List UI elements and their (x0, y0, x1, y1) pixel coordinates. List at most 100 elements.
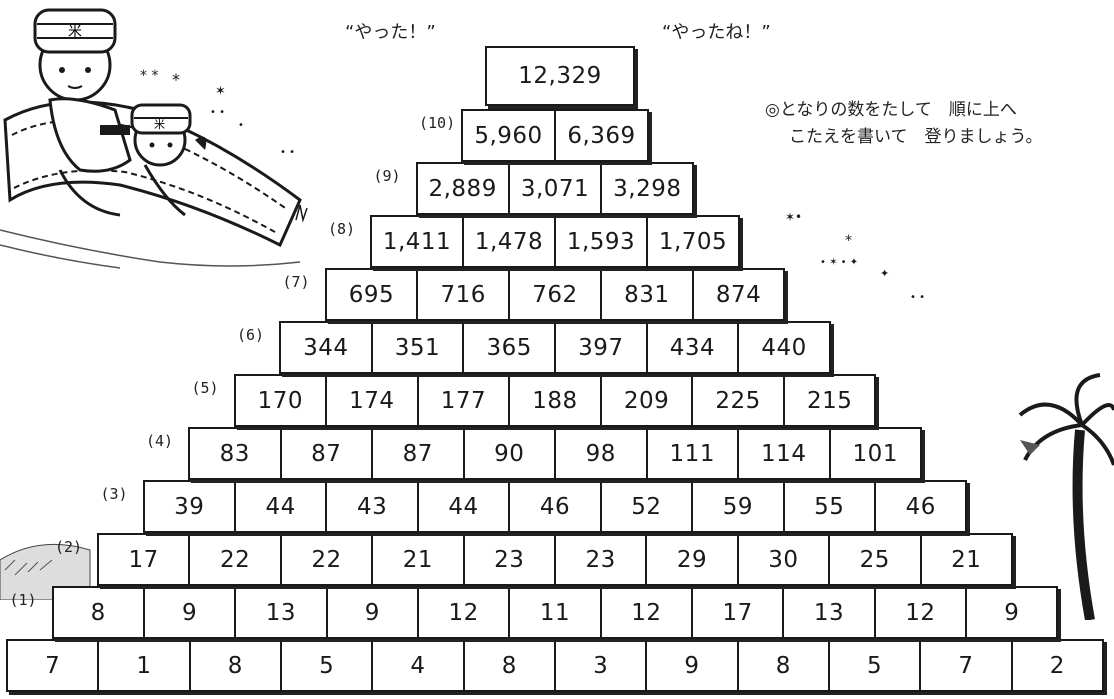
svg-text:• •: • • (280, 147, 295, 158)
pyramid-cell: 344 (279, 321, 373, 374)
pyramid-cell: 3 (553, 639, 648, 692)
pyramid-cell: 87 (279, 427, 373, 480)
pyramid-cell: 87 (371, 427, 465, 480)
pyramid-cell: 30 (736, 533, 831, 586)
pyramid-cell: 9 (142, 586, 237, 639)
pyramid-cell: 215 (782, 374, 877, 427)
pyramid-cell: 9 (965, 586, 1059, 639)
pyramid-cell: 23 (553, 533, 648, 586)
pyramid-cell: 7 (6, 639, 100, 692)
pyramid-cell: 12 (599, 586, 694, 639)
pyramid-cell: 39 (142, 480, 236, 533)
pyramid-cell: 90 (462, 427, 556, 480)
pyramid-cell: 8 (462, 639, 556, 692)
svg-text:✶•: ✶• (785, 210, 802, 224)
pyramid-row: 12,329 (485, 46, 635, 106)
pyramid-cell: 440 (737, 321, 831, 374)
pyramid-cell: 44 (233, 480, 328, 533)
pyramid-cell: 1,478 (462, 215, 556, 268)
svg-text:• •: • • (210, 107, 225, 118)
pyramid-cell: 3,298 (600, 162, 695, 215)
instruction-line-1: ◎となりの数をたして 順に上へ (765, 100, 1017, 120)
pyramid-cell: 12 (416, 586, 511, 639)
pyramid-cell: 6,369 (554, 109, 649, 162)
pyramid-cell: 52 (599, 480, 694, 533)
pyramid-cell: 2,889 (415, 162, 510, 215)
pyramid-cell: 22 (188, 533, 282, 586)
pyramid-cell: 25 (828, 533, 922, 586)
pyramid-cell: 3,071 (507, 162, 603, 215)
row-label: (10) (419, 114, 456, 132)
pyramid-cell: 46 (508, 480, 602, 533)
pyramid-cell: 11 (508, 586, 602, 639)
pyramid-cell: 434 (645, 321, 740, 374)
svg-text:• ✶ • ✦: • ✶ • ✦ (820, 257, 858, 268)
pyramid-cell: 351 (370, 321, 465, 374)
pyramid-cell: 8 (51, 586, 145, 639)
shout-left-text: “やった！” (345, 22, 436, 43)
pyramid-cell: 9 (325, 586, 419, 639)
pyramid-cell: 762 (508, 268, 602, 321)
pyramid-cell: 397 (553, 321, 648, 374)
svg-text:✦: ✦ (880, 267, 889, 280)
pyramid-cell: 874 (691, 268, 786, 321)
pyramid-cell: 1,593 (554, 215, 648, 268)
svg-text:• •: • • (910, 292, 925, 303)
svg-text:✶: ✶ (215, 84, 226, 99)
pyramid-cell: 29 (645, 533, 739, 586)
row-label: (9) (373, 167, 401, 185)
pyramid-cell: 5 (827, 639, 922, 692)
boys-on-carpet-illustration: 米 米 * * * ✶ • • • • • (0, 8, 308, 269)
pyramid-cell: 831 (599, 268, 694, 321)
row-label: (8) (328, 220, 356, 238)
pyramid-cell: 1 (97, 639, 191, 692)
pyramid-cell: 23 (462, 533, 556, 586)
pyramid-cell: 8 (188, 639, 282, 692)
pyramid-cell: 225 (691, 374, 785, 427)
pyramid-cell: 111 (645, 427, 739, 480)
pyramid-cell: 695 (324, 268, 419, 321)
pyramid-cell: 9 (645, 639, 739, 692)
pyramid-cell: 17 (691, 586, 785, 639)
pyramid-cell: 12,329 (485, 46, 635, 106)
pyramid-cell: 46 (874, 480, 968, 533)
pyramid-cell: 5,960 (461, 109, 556, 162)
svg-text:* *: * * (140, 68, 158, 84)
svg-text:米: 米 (154, 118, 165, 131)
pyramid-cell: 21 (919, 533, 1013, 586)
svg-text:*: * (172, 70, 180, 89)
pyramid-cell: 114 (737, 427, 831, 480)
pyramid-cell: 716 (416, 268, 511, 321)
pyramid-cell: 83 (188, 427, 282, 480)
pyramid-cell: 5 (279, 639, 374, 692)
pyramid-cell: 22 (279, 533, 374, 586)
pyramid-cell: 188 (508, 374, 602, 427)
pyramid-cell: 21 (371, 533, 465, 586)
pyramid-cell: 43 (325, 480, 419, 533)
svg-text:*: * (845, 233, 852, 249)
row-label: (7) (282, 273, 310, 291)
svg-text:米: 米 (68, 24, 82, 40)
pyramid-cell: 55 (782, 480, 876, 533)
row-label: (5) (191, 379, 219, 397)
row-label: (2) (55, 538, 83, 556)
pyramid-cell: 7 (919, 639, 1013, 692)
instruction-line-2: こたえを書いて 登りましょう。 (789, 127, 1043, 147)
pyramid-cell: 209 (599, 374, 694, 427)
row-label: (4) (146, 432, 174, 450)
pyramid-cell: 170 (233, 374, 328, 427)
pyramid-cell: 2 (1010, 639, 1104, 692)
pyramid-cell: 4 (371, 639, 465, 692)
pyramid-cell: 8 (736, 639, 830, 692)
